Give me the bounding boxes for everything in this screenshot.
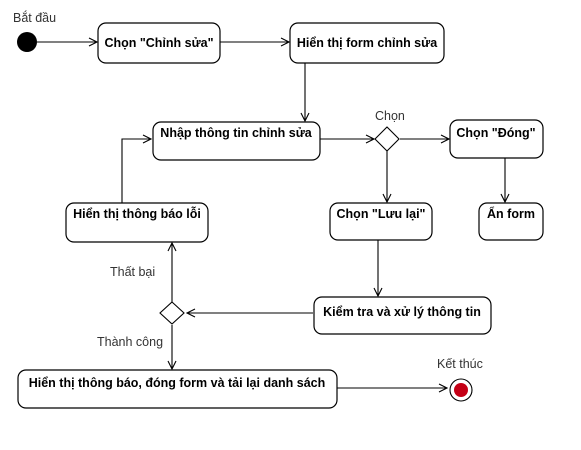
end-node-core xyxy=(454,383,468,397)
guard-chon: Chọn xyxy=(375,109,405,123)
guard-that-bai: Thất bại xyxy=(110,265,155,279)
node-nhap-thong-tin: Nhập thông tin chỉnh sửa xyxy=(152,121,321,161)
node-hien-thi-loi: Hiển thị thông báo lỗi xyxy=(65,202,209,243)
svg-text:Ẩn form: Ẩn form xyxy=(487,206,535,221)
node-an-form: Ẩn form xyxy=(478,202,544,241)
start-node xyxy=(17,32,37,52)
svg-text:Nhập thông tin chỉnh sửa: Nhập thông tin chỉnh sửa xyxy=(160,126,312,140)
edge-hien-thi-loi-to-nhap-thong-tin xyxy=(121,139,151,203)
svg-text:Hiển thị thông báo lỗi: Hiển thị thông báo lỗi xyxy=(73,206,201,221)
svg-text:Hiển thị form chỉnh sửa: Hiển thị form chỉnh sửa xyxy=(297,36,438,50)
end-label: Kết thúc xyxy=(437,357,483,371)
node-hien-thi-form: Hiển thị form chỉnh sửa xyxy=(289,22,445,64)
decision-kiem-tra xyxy=(159,301,185,325)
guard-thanh-cong: Thành công xyxy=(97,335,163,349)
node-chon-luu-lai: Chọn "Lưu lại" xyxy=(329,202,433,241)
end-node xyxy=(449,378,473,402)
svg-text:Kiểm tra và xử lý thông tin: Kiểm tra và xử lý thông tin xyxy=(323,305,481,319)
start-label: Bắt đầu xyxy=(13,10,56,25)
svg-text:Chọn "Lưu lại": Chọn "Lưu lại" xyxy=(337,207,426,221)
node-kiem-tra: Kiểm tra và xử lý thông tin xyxy=(313,296,492,335)
svg-text:Hiển thị thông báo, đóng form: Hiển thị thông báo, đóng form và tải lại… xyxy=(29,376,326,390)
node-chon-dong: Chọn "Đóng" xyxy=(449,119,544,159)
node-hien-thi-thong-bao: Hiển thị thông báo, đóng form và tải lại… xyxy=(17,369,338,409)
decision-chon xyxy=(374,126,400,152)
node-chon-chinh-sua: Chọn "Chỉnh sửa" xyxy=(97,22,221,64)
svg-text:Chọn "Chỉnh sửa": Chọn "Chỉnh sửa" xyxy=(104,36,213,50)
svg-text:Chọn "Đóng": Chọn "Đóng" xyxy=(456,126,535,140)
